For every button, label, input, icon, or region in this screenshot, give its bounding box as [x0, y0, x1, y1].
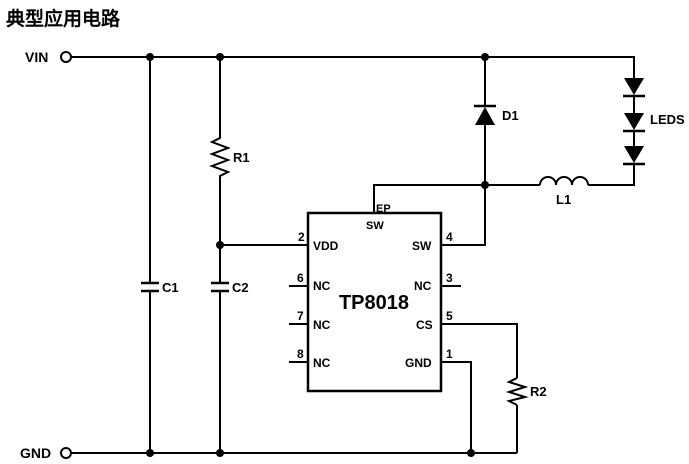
- pin-3-name: NC: [414, 279, 432, 293]
- r2-label: R2: [530, 384, 547, 399]
- ic-part-number: TP8018: [339, 292, 409, 314]
- c2-label: C2: [232, 280, 249, 295]
- led-string: LEDS: [623, 57, 685, 166]
- pin-5-number: 5: [446, 309, 453, 323]
- pin-6-number: 6: [297, 271, 304, 285]
- junction-dots: [146, 53, 489, 457]
- ic-ep-label: EP: [376, 203, 391, 215]
- ic-tp8018: TP8018 EP SW 2 VDD 6 NC 7 NC 8 NC 4 SW 3…: [289, 203, 518, 453]
- leds-label: LEDS: [650, 112, 685, 127]
- pin-2-number: 2: [298, 230, 305, 244]
- resistor-r1: R1: [209, 57, 250, 283]
- pin-8-name: NC: [313, 356, 331, 370]
- r1-label: R1: [233, 150, 250, 165]
- diode-d1: D1: [441, 57, 519, 246]
- inductor-l1: L1: [539, 165, 635, 207]
- pin-7-name: NC: [313, 318, 331, 332]
- ep-wire: [373, 184, 540, 213]
- ic-ep-sw-label: SW: [366, 220, 384, 232]
- l1-label: L1: [556, 192, 571, 207]
- vin-terminal: [60, 51, 72, 63]
- pin-3-number: 3: [446, 271, 453, 285]
- capacitor-c1: C1: [141, 57, 179, 453]
- gnd-label: GND: [20, 445, 51, 461]
- capacitor-c2: C2: [211, 280, 249, 453]
- pin-8-number: 8: [297, 347, 304, 361]
- diagram-title: 典型应用电路: [6, 7, 121, 30]
- pin-6-name: NC: [313, 279, 331, 293]
- pin-5-name: CS: [416, 318, 433, 332]
- vin-label: VIN: [25, 49, 48, 65]
- d1-label: D1: [502, 108, 519, 123]
- pin-1-name: GND: [405, 356, 432, 370]
- pin-4-name: SW: [412, 239, 432, 253]
- pin-2-name: VDD: [313, 239, 339, 253]
- gnd-terminal: [60, 447, 72, 459]
- pin-7-number: 7: [297, 309, 304, 323]
- resistor-r2: R2: [505, 377, 547, 406]
- pin-1-number: 1: [446, 347, 453, 361]
- c1-label: C1: [162, 280, 179, 295]
- pin-4-number: 4: [446, 230, 453, 244]
